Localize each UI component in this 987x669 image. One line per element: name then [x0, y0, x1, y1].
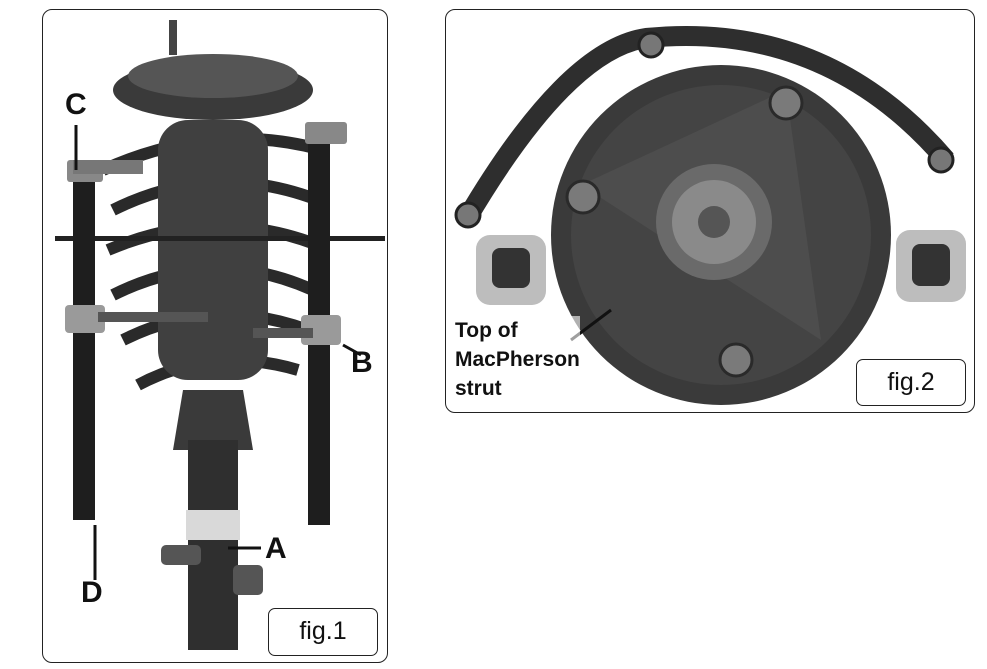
figure-1-panel: C B A D fig.1	[42, 9, 388, 663]
callout-b: B	[351, 346, 373, 379]
callout-c: C	[65, 88, 87, 121]
figure-2-label: fig.2	[856, 359, 966, 406]
callout-a: A	[265, 532, 287, 565]
caption-top-of-macpherson-strut: Top of MacPherson strut	[455, 316, 580, 403]
caption-line-2: MacPherson	[455, 348, 580, 371]
strut-top-mount-photo	[454, 25, 966, 405]
caption-line-3: strut	[455, 377, 502, 400]
callout-d: D	[81, 576, 103, 609]
figure-1-label: fig.1	[268, 608, 378, 656]
caption-line-1: Top of	[455, 319, 518, 342]
strut-with-compressor-photo	[55, 20, 385, 650]
figure-2-panel: Top of MacPherson strut fig.2	[445, 9, 975, 413]
